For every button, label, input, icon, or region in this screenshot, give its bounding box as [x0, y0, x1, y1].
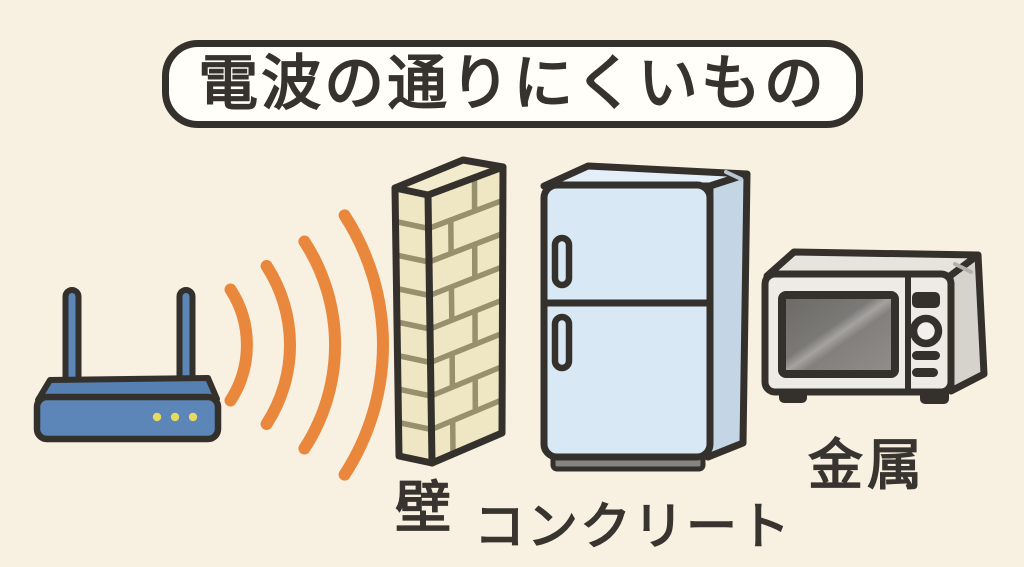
router-led-lights	[152, 412, 198, 422]
router-body	[33, 393, 222, 443]
radio-waves-icon	[224, 209, 389, 481]
wave-arc-2	[260, 260, 296, 430]
fridge-handle-bottom	[551, 313, 573, 372]
wall-mortar-lines	[394, 177, 504, 455]
title-banner: 電波の通りにくいもの	[162, 40, 863, 128]
microwave-top-gloss	[953, 262, 973, 274]
wall-outline	[391, 156, 507, 467]
microwave-window	[778, 291, 899, 378]
fridge-top-gloss	[724, 170, 743, 181]
wifi-router-icon	[33, 287, 222, 443]
microwave-button-2	[912, 368, 938, 377]
microwave-oven-icon	[761, 248, 988, 404]
router-antenna-left-icon	[62, 287, 82, 391]
microwave-side-face	[946, 251, 988, 395]
wave-arc-3	[298, 235, 342, 455]
wall-label: 壁	[395, 476, 451, 539]
refrigerator-icon	[540, 162, 751, 472]
fridge-side-face	[704, 170, 751, 461]
microwave-dial-knob	[909, 314, 943, 348]
router-antenna-right-icon	[176, 287, 196, 391]
microwave-button-1	[912, 351, 940, 360]
wall-top-face	[395, 160, 503, 195]
page-title: 電波の通りにくいもの	[198, 50, 827, 117]
wave-arc-4	[338, 209, 389, 481]
wave-arc-1	[224, 283, 253, 407]
brick-wall-icon	[391, 156, 507, 467]
fridge-front-face	[540, 181, 714, 461]
metal-label: 金属	[807, 434, 927, 496]
concrete-label: コンクリート	[473, 498, 793, 555]
fridge-handle-top	[551, 234, 573, 289]
microwave-display	[912, 292, 940, 308]
